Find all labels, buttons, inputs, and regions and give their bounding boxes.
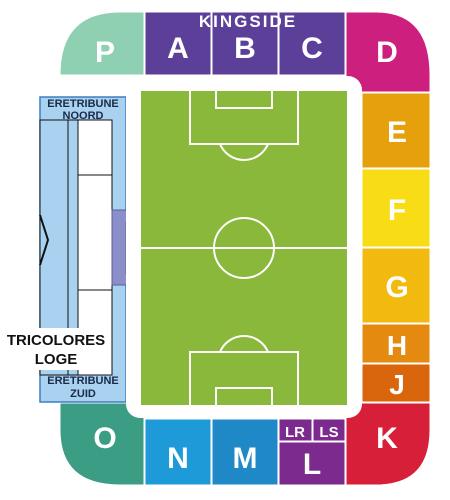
- section-label-o: O: [93, 422, 116, 455]
- tricolores-loge-line1: TRICOLORES: [7, 332, 105, 349]
- section-label-h: H: [387, 330, 407, 361]
- centre-circle: [213, 217, 275, 279]
- section-label-e: E: [387, 116, 407, 149]
- section-ls[interactable]: [312, 418, 346, 442]
- section-label-f: F: [388, 194, 406, 227]
- section-k[interactable]: [345, 402, 431, 486]
- tricolores-loge-line2: LOGE: [35, 351, 78, 368]
- section-label-a: A: [167, 32, 189, 65]
- eretribune-noord-line1: ERETRIBUNE: [47, 98, 119, 110]
- section-label-ls: LS: [319, 424, 338, 441]
- section-o[interactable]: [59, 402, 145, 486]
- section-g[interactable]: [361, 247, 431, 324]
- section-label-lr: LR: [285, 424, 305, 441]
- eretribune-zuid-line1: ERETRIBUNE: [47, 375, 119, 387]
- section-m[interactable]: [211, 418, 279, 486]
- section-label-m: M: [233, 442, 258, 475]
- section-label-b: B: [234, 32, 256, 65]
- north-goal-area: [215, 89, 273, 109]
- section-e[interactable]: [361, 92, 431, 169]
- eretribune-noord-line2: NOORD: [63, 110, 104, 122]
- eretribune-zuid-line2: ZUID: [70, 388, 96, 400]
- north-penalty-arc: [219, 143, 269, 161]
- pitch-markings: [139, 89, 349, 407]
- section-c[interactable]: [278, 11, 346, 76]
- south-goal-area: [215, 387, 273, 407]
- section-p[interactable]: [59, 11, 145, 76]
- section-lr[interactable]: [278, 418, 313, 442]
- section-b[interactable]: [211, 11, 279, 76]
- section-label-l: L: [303, 448, 321, 481]
- section-label-p: P: [95, 36, 115, 69]
- tricolores-loge-box[interactable]: [4, 328, 108, 370]
- section-d[interactable]: [345, 11, 431, 93]
- section-n[interactable]: [144, 418, 212, 486]
- west-stand-stairs: [39, 214, 50, 266]
- section-f[interactable]: [361, 168, 431, 248]
- section-label-n: N: [167, 442, 189, 475]
- kingside-label: KINGSIDE: [199, 12, 297, 31]
- south-penalty-arc: [219, 335, 269, 353]
- section-h[interactable]: [361, 323, 431, 364]
- section-label-g: G: [385, 271, 408, 304]
- section-label-c: C: [301, 32, 323, 65]
- section-label-j: J: [389, 369, 405, 400]
- section-label-d: D: [376, 36, 398, 69]
- section-label-k: K: [376, 422, 398, 455]
- section-a[interactable]: [144, 11, 212, 76]
- section-l[interactable]: [278, 441, 346, 486]
